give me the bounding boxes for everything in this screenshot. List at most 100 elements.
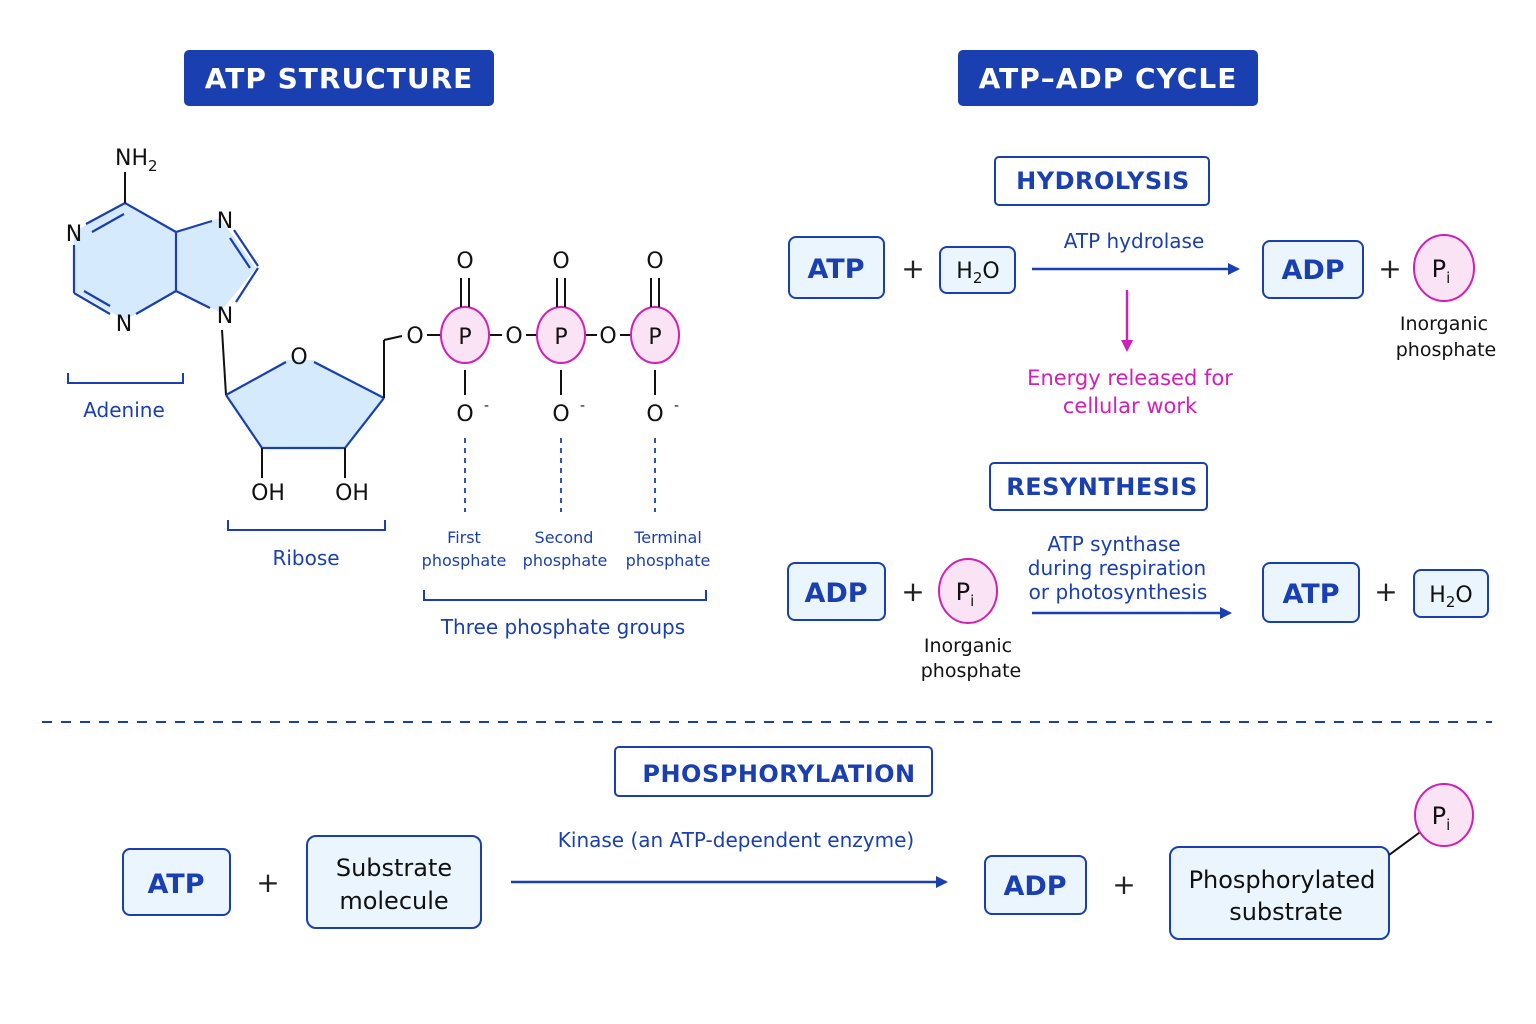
hydrolysis-water-box [939, 246, 1016, 294]
phosphorylated-label-2: substrate [1229, 898, 1343, 926]
adenine-n9: N [217, 304, 233, 329]
terminal-phosphate-label-1: Terminal [633, 528, 702, 547]
atp-adp-cycle-section: ATP–ADP CYCLE HYDROLYSIS ATP + H2O ATP h… [787, 50, 1497, 682]
first-phosphate-label-2: phosphate [422, 551, 507, 570]
phosphate-2: P O O - [536, 249, 586, 512]
hydrolysis-adp-box [1262, 240, 1364, 299]
resynthesis-reaction: RESYNTHESIS ADP + Pi Inorganic phosphate… [787, 462, 1489, 682]
hydrolysis-pi: Pi [1432, 255, 1451, 287]
resynthesis-adp-box [787, 562, 886, 621]
terminal-phosphate-label-2: phosphate [626, 551, 711, 570]
svg-text:-: - [580, 398, 585, 414]
hydrolysis-pi-label-2: phosphate [1396, 339, 1497, 361]
plus-sign: + [256, 866, 279, 899]
plus-sign: + [1378, 252, 1401, 285]
substrate-box [306, 835, 482, 929]
cycle-title: ATP–ADP CYCLE [979, 62, 1238, 95]
hydrolysis-atp: ATP [807, 254, 864, 285]
resynthesis-pi-label-2: phosphate [921, 660, 1022, 682]
phos-pi-circle [1414, 783, 1474, 847]
hydrolysis-atp-box [788, 236, 885, 299]
plus-sign: + [901, 252, 924, 285]
kinase-label: Kinase (an ATP-dependent enzyme) [558, 828, 914, 852]
phosphorylated-label-1: Phosphorylated [1189, 866, 1376, 894]
cycle-title-bg [958, 50, 1258, 106]
resynthesis-enzyme-1: ATP synthase [1047, 532, 1180, 556]
second-phosphate-label-2: phosphate [523, 551, 608, 570]
svg-text:O: O [552, 402, 569, 427]
svg-text:O: O [456, 249, 473, 274]
adenine-n3: N [116, 312, 132, 337]
svg-text:O: O [552, 249, 569, 274]
svg-text:-: - [484, 398, 489, 414]
energy-label-1: Energy released for [1027, 366, 1233, 390]
resynthesis-adp: ADP [804, 578, 867, 609]
phosphorylated-substrate-box [1169, 846, 1390, 940]
phosphate-groups-label: Three phosphate groups [440, 615, 685, 639]
resynthesis-pi: Pi [956, 578, 975, 610]
svg-text:P: P [458, 325, 471, 350]
phosphorylation-title: PHOSPHORYLATION [642, 760, 915, 788]
resynthesis-pi-label-1: Inorganic [924, 635, 1012, 657]
resynthesis-enzyme-3: or photosynthesis [1029, 580, 1208, 604]
resynthesis-pi-circle [938, 558, 998, 624]
adenine-bracket [67, 373, 184, 384]
ribose-label: Ribose [272, 546, 339, 570]
hydrolysis-pi-circle [1413, 234, 1475, 302]
phos-atp-box [122, 848, 231, 916]
substrate-label-1: Substrate [336, 854, 452, 882]
phosphate-3: P O O - [630, 249, 680, 512]
hydrolysis-pi-label-1: Inorganic [1400, 313, 1488, 335]
adenine-n7: N [217, 209, 233, 234]
plus-sign: + [1112, 868, 1135, 901]
resynthesis-title: RESYNTHESIS [1006, 473, 1197, 501]
resynthesis-water: H2O [1429, 583, 1472, 611]
ribose-oh-right: OH [335, 481, 369, 506]
svg-text:O: O [646, 249, 663, 274]
ribose-bracket [227, 520, 386, 531]
resynthesis-atp: ATP [1282, 579, 1339, 610]
svg-text:O: O [646, 402, 663, 427]
energy-label-2: cellular work [1063, 394, 1198, 418]
phos-pi: Pi [1432, 802, 1451, 834]
adenine-n1: N [66, 222, 82, 247]
hydrolysis-reaction: HYDROLYSIS ATP + H2O ATP hydrolase Energ… [788, 156, 1497, 418]
phos-adp: ADP [1003, 871, 1066, 902]
phosphorylation-section: PHOSPHORYLATION ATP + Substrate molecule… [122, 746, 1474, 940]
structure-title: ATP STRUCTURE [205, 62, 474, 95]
phosphate-groups-bracket [423, 590, 707, 601]
plus-sign: + [1374, 575, 1397, 608]
ribose-oxygen: O [290, 345, 307, 370]
resynthesis-enzyme-2: during respiration [1028, 556, 1206, 580]
phosphate-chain: O O O P O O - P [406, 249, 680, 512]
bridge-oxygen-3: O [599, 324, 616, 349]
hydrolysis-water: H2O [956, 259, 999, 287]
hydrolysis-adp: ADP [1281, 255, 1344, 286]
phos-adp-box [984, 855, 1087, 915]
svg-text:O: O [456, 402, 473, 427]
atp-structure-section: ATP STRUCTURE NH2 [66, 50, 711, 639]
phosphate-1: P O O - [440, 249, 490, 512]
svg-text:-: - [674, 398, 679, 414]
nh2-group: NH2 [115, 146, 158, 175]
svg-text:P: P [648, 325, 661, 350]
phos-atp: ATP [147, 869, 204, 900]
substrate-label-2: molecule [339, 887, 448, 915]
ribose-oh-left: OH [251, 481, 285, 506]
pi-bond [1388, 829, 1424, 856]
bridge-oxygen-1: O [406, 324, 423, 349]
svg-text:P: P [554, 325, 567, 350]
plus-sign: + [901, 575, 924, 608]
adenine-ring [72, 172, 259, 396]
ribose-ring [225, 335, 403, 478]
hydrolysis-enzyme: ATP hydrolase [1064, 229, 1205, 253]
first-phosphate-label-1: First [447, 528, 481, 547]
second-phosphate-label-1: Second [535, 528, 594, 547]
resynthesis-atp-box [1262, 562, 1360, 623]
structure-title-bg [184, 50, 494, 106]
bridge-oxygen-2: O [505, 324, 522, 349]
resynthesis-water-box [1413, 569, 1489, 618]
hydrolysis-title: HYDROLYSIS [1016, 167, 1190, 195]
